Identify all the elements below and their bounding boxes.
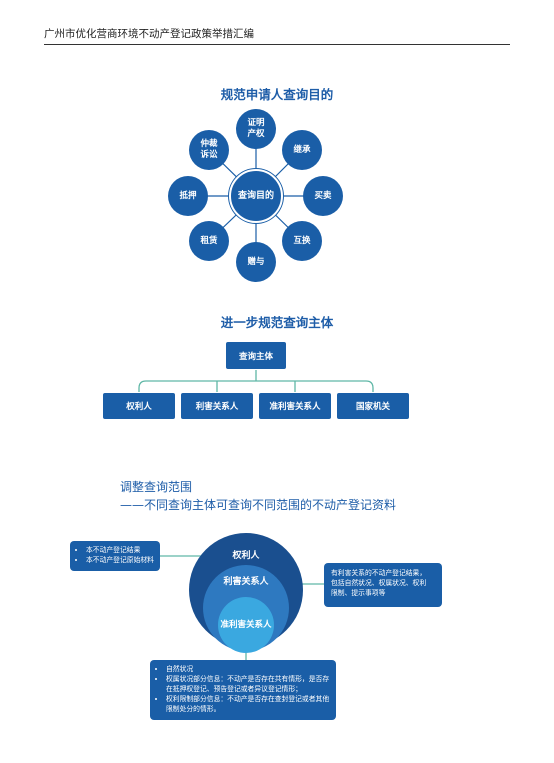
subject-rightholder-box: 权利人 [103, 393, 175, 419]
purpose-node-lease: 租赁 [189, 221, 229, 261]
bottom-note-item: 权利限制部分信息：不动产是否存在查封登记或者其他限制处分的情形。 [166, 694, 330, 714]
bottom-note: 自然状况 权属状况部分信息：不动产是否存在共有情形，是否存在抵押权登记、预告登记… [150, 660, 336, 720]
section3-title: 调整查询范围 [120, 480, 193, 494]
bottom-note-item: 自然状况 [166, 664, 330, 674]
purpose-hub: 查询目的 [229, 169, 283, 223]
page-header: 广州市优化营商环境不动产登记政策举措汇编 [44, 26, 510, 45]
subject-root-box: 查询主体 [226, 342, 286, 369]
purpose-node-sale: 买卖 [303, 176, 343, 216]
ring-quasi-interested: 准利害关系人 [218, 597, 274, 653]
purpose-node-exchange: 互换 [282, 221, 322, 261]
subject-state-organ-box: 国家机关 [337, 393, 409, 419]
section2-title: 进一步规范查询主体 [220, 315, 334, 330]
left-note-item: 本不动产登记结果 [86, 545, 154, 555]
section3-subtitle: ——不同查询主体可查询不同范围的不动产登记资料 [120, 498, 397, 512]
left-note-item: 本不动产登记原始材料 [86, 555, 154, 565]
right-note: 有利害关系的不动产登记结果， 包括自然状况、权属状况、权利 限制、提示事项等 [324, 563, 442, 607]
purpose-node-arbitration: 仲裁 诉讼 [189, 130, 229, 170]
subject-quasi-interested-box: 准利害关系人 [259, 393, 331, 419]
left-note: 本不动产登记结果 本不动产登记原始材料 [70, 541, 160, 571]
purpose-node-inherit: 继承 [282, 130, 322, 170]
purpose-node-mortgage: 抵押 [168, 176, 208, 216]
subject-interested-party-box: 利害关系人 [181, 393, 253, 419]
purpose-node-proof: 证明 产权 [236, 109, 276, 149]
bottom-note-item: 权属状况部分信息：不动产是否存在共有情形，是否存在抵押权登记、预告登记或者异议登… [166, 674, 330, 694]
section1-title: 规范申请人查询目的 [220, 87, 334, 102]
purpose-node-gift: 赠与 [236, 242, 276, 282]
